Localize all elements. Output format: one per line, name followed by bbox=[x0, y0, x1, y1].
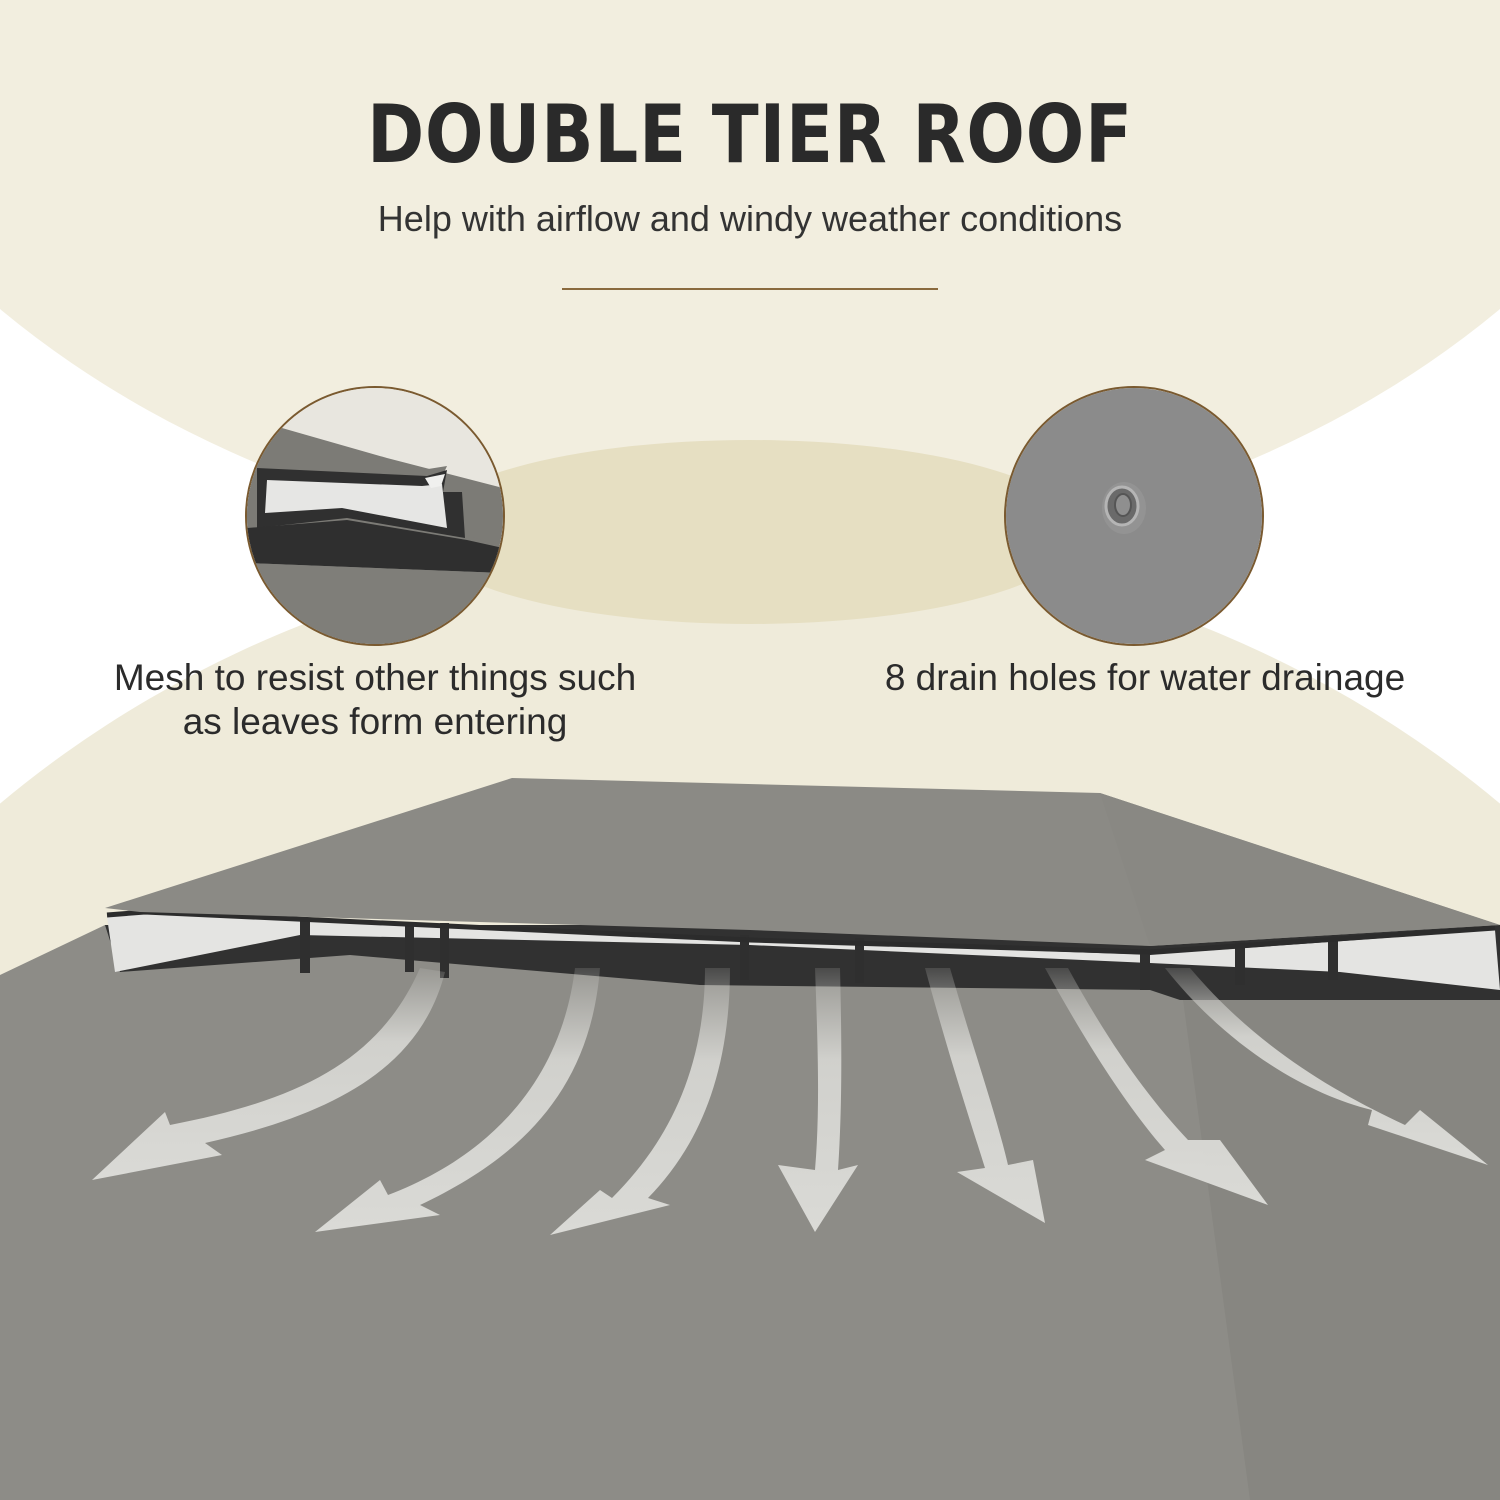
drain-feature-caption: 8 drain holes for water drainage bbox=[884, 657, 1406, 698]
mesh-feature-caption: Mesh to resist other things such as leav… bbox=[60, 656, 690, 744]
airflow-arrows bbox=[92, 968, 1488, 1235]
title-divider bbox=[562, 288, 938, 290]
mesh-caption-line-1: Mesh to resist other things such bbox=[113, 657, 637, 698]
airflow-arrow-icon bbox=[1045, 968, 1268, 1205]
mesh-closeup-image bbox=[245, 386, 505, 646]
page-title: DOUBLE TIER ROOF bbox=[367, 88, 1133, 181]
page-subtitle: Help with airflow and windy weather cond… bbox=[377, 198, 1123, 239]
mesh-caption-line-2: as leaves form entering bbox=[182, 701, 568, 742]
airflow-arrow-icon bbox=[550, 968, 730, 1235]
airflow-arrow-icon bbox=[92, 968, 445, 1180]
airflow-arrow-icon bbox=[778, 968, 858, 1232]
mesh-vent-panel bbox=[107, 912, 1500, 990]
double-tier-roof-illustration bbox=[0, 778, 1500, 1500]
airflow-arrow-icon bbox=[315, 968, 600, 1232]
airflow-arrow-icon bbox=[925, 968, 1045, 1223]
vent-posts bbox=[300, 918, 1338, 990]
airflow-arrow-icon bbox=[1165, 968, 1488, 1165]
drain-hole-closeup-image bbox=[1004, 386, 1264, 646]
